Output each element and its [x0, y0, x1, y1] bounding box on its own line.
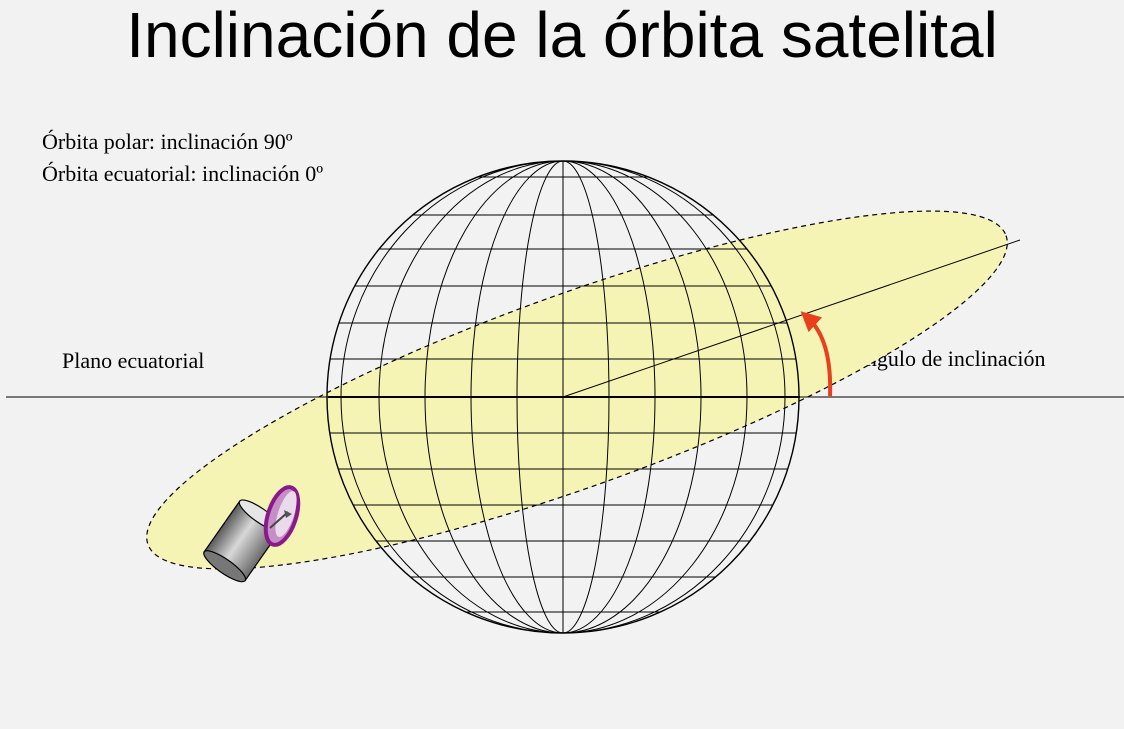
note-polar-orbit: Órbita polar: inclinación 90º [42, 129, 293, 154]
label-equatorial-plane: Plano ecuatorial [62, 348, 205, 373]
satellite-icon [203, 485, 301, 583]
orbit-axis-line [562, 239, 1021, 398]
inclination-arc-arrow [800, 311, 833, 397]
note-equatorial-orbit: Órbita ecuatorial: inclinación 0º [42, 161, 324, 186]
page-title: Inclinación de la órbita satelital [126, 0, 998, 71]
orbit-ellipse [146, 210, 1008, 570]
